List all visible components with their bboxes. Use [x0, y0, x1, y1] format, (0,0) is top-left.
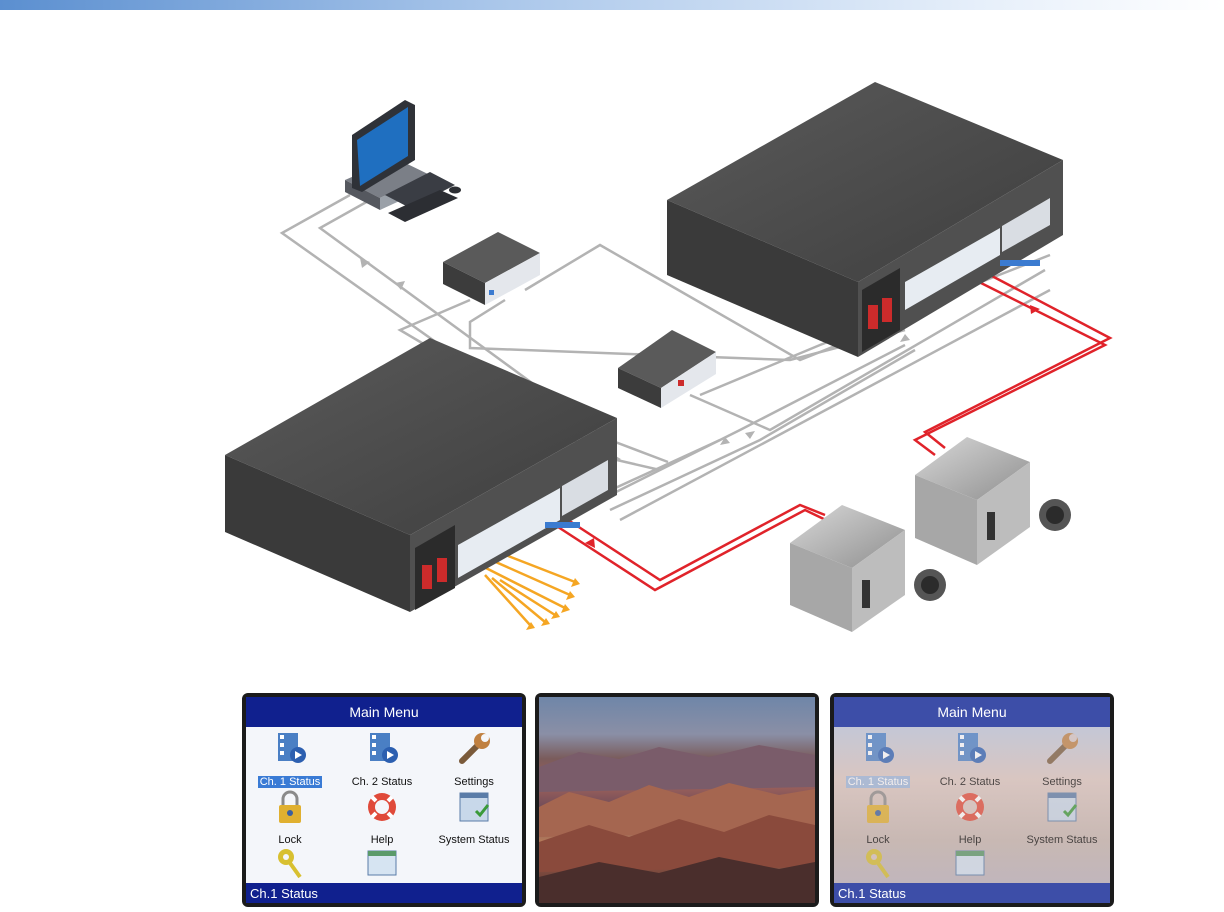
film-play-icon	[958, 733, 986, 763]
lifebuoy-icon	[368, 793, 396, 821]
red-cable-arrows	[585, 305, 1040, 548]
menu-item-help[interactable]: Help	[928, 789, 1012, 848]
menu-item-label: Ch. 2 Status	[351, 776, 413, 788]
menu-item-label: Ch. 2 Status	[939, 776, 1001, 788]
menu-item-label: Lock	[278, 834, 302, 846]
menu-item-label: System Status	[1026, 834, 1098, 846]
computer-workstation	[345, 100, 461, 222]
key-icon	[278, 849, 302, 879]
menu-item-window[interactable]	[340, 845, 424, 886]
screen-main-menu: Main Menu Ch. 1 Status Ch. 2 Status Sett…	[242, 693, 526, 907]
menu-item-label: Lock	[866, 834, 890, 846]
wrench-icon	[1047, 733, 1078, 764]
red-signal-cables	[554, 273, 1113, 592]
window-icon	[367, 850, 397, 876]
top-gradient-bar	[0, 0, 1224, 10]
menu-item-label: Ch. 1 Status	[845, 776, 911, 788]
padlock-icon	[867, 790, 889, 823]
menu-item-label: Settings	[1042, 776, 1082, 788]
small-distribution-box	[618, 330, 716, 408]
film-play-icon	[278, 733, 306, 763]
menu-item-label: System Status	[438, 834, 510, 846]
menu-item-help[interactable]: Help	[340, 789, 424, 848]
menu-item-key[interactable]	[836, 845, 920, 886]
orange-cable-arrows	[526, 578, 580, 630]
menu-item-window[interactable]	[928, 845, 1012, 886]
small-interface-box	[443, 232, 540, 305]
projector-1	[790, 505, 946, 632]
gray-cables	[279, 193, 1051, 522]
menu-title: Main Menu	[834, 697, 1110, 727]
gray-cable-arrows	[360, 258, 910, 445]
menu-item-ch2-status[interactable]: Ch. 2 Status	[340, 731, 424, 790]
menu-item-ch1-status[interactable]: Ch. 1 Status	[248, 731, 332, 790]
menu-item-label: Ch. 1 Status	[257, 776, 323, 788]
film-play-icon	[370, 733, 398, 763]
canyon-landscape-image	[539, 745, 815, 903]
menu-grid: Ch. 1 Status Ch. 2 Status Settings Lock …	[834, 727, 1110, 883]
menu-title: Main Menu	[246, 697, 522, 727]
film-play-icon	[866, 733, 894, 763]
screen-photo	[535, 693, 819, 907]
menu-item-key[interactable]	[248, 845, 332, 886]
window-icon	[955, 850, 985, 876]
system-connection-diagram	[225, 82, 1113, 632]
menu-item-system-status[interactable]: System Status	[432, 789, 516, 848]
menu-item-lock[interactable]: Lock	[836, 789, 920, 848]
menu-item-settings[interactable]: Settings	[1020, 731, 1104, 790]
key-icon	[866, 849, 890, 879]
lifebuoy-icon	[956, 793, 984, 821]
menu-status-bar: Ch.1 Status	[834, 883, 1110, 903]
rack-unit-back	[667, 82, 1063, 357]
menu-item-label: Settings	[454, 776, 494, 788]
menu-status-bar: Ch.1 Status	[246, 883, 522, 903]
menu-item-ch1-status[interactable]: Ch. 1 Status	[836, 731, 920, 790]
menu-grid: Ch. 1 Status Ch. 2 Status Settings Lock …	[246, 727, 522, 883]
checklist-icon	[459, 792, 490, 822]
rack-unit-front	[225, 338, 617, 612]
projector-2	[915, 437, 1071, 565]
wrench-icon	[459, 733, 490, 764]
checklist-icon	[1047, 792, 1078, 822]
menu-item-ch2-status[interactable]: Ch. 2 Status	[928, 731, 1012, 790]
padlock-icon	[279, 790, 301, 823]
orange-signal-cables	[479, 543, 576, 626]
menu-item-lock[interactable]: Lock	[248, 789, 332, 848]
menu-item-label: Help	[958, 834, 982, 846]
menu-item-settings[interactable]: Settings	[432, 731, 516, 790]
screen-menu-overlay: Main Menu Ch. 1 Status Ch. 2 Status Sett…	[830, 693, 1114, 907]
menu-item-system-status[interactable]: System Status	[1020, 789, 1104, 848]
menu-item-label: Help	[370, 834, 394, 846]
